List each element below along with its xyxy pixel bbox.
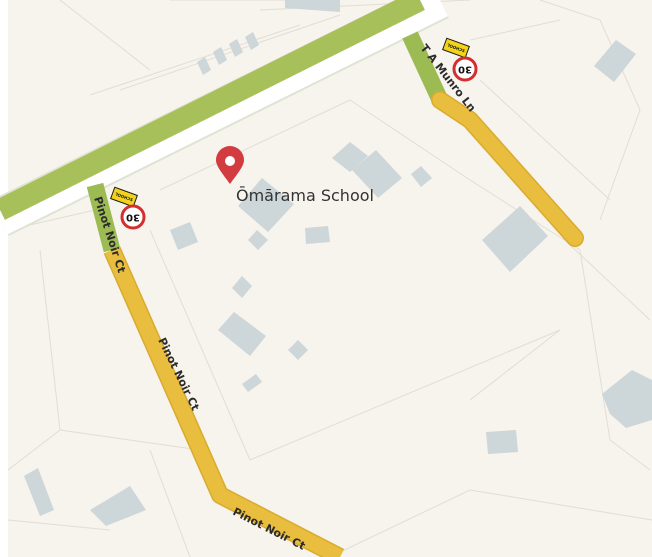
speed-limit-sign: 30	[452, 56, 478, 82]
main-road	[0, 0, 449, 236]
land-background	[8, 0, 652, 557]
school-zone-sign: SCHOOL	[442, 37, 470, 59]
poi-label[interactable]: Ōmārama School	[236, 186, 374, 205]
road-t-a-munro-ln	[402, 31, 584, 247]
speed-limit-value: 30	[126, 212, 140, 223]
school-zone-text: SCHOOL	[446, 42, 466, 53]
school-zone-text: SCHOOL	[114, 191, 134, 202]
school-zone-sign: SCHOOL	[110, 186, 138, 208]
speed-limit-sign: 30	[120, 204, 146, 230]
buildings	[24, 0, 652, 526]
left-margin	[0, 0, 8, 557]
parcel-lines	[7, 0, 652, 557]
speed-limit-value: 30	[458, 64, 472, 75]
road-pinot-noir-ct	[86, 182, 345, 557]
poi-marker-omarama-school[interactable]: Ōmārama School	[216, 146, 374, 205]
map-pin-hole	[225, 156, 235, 166]
